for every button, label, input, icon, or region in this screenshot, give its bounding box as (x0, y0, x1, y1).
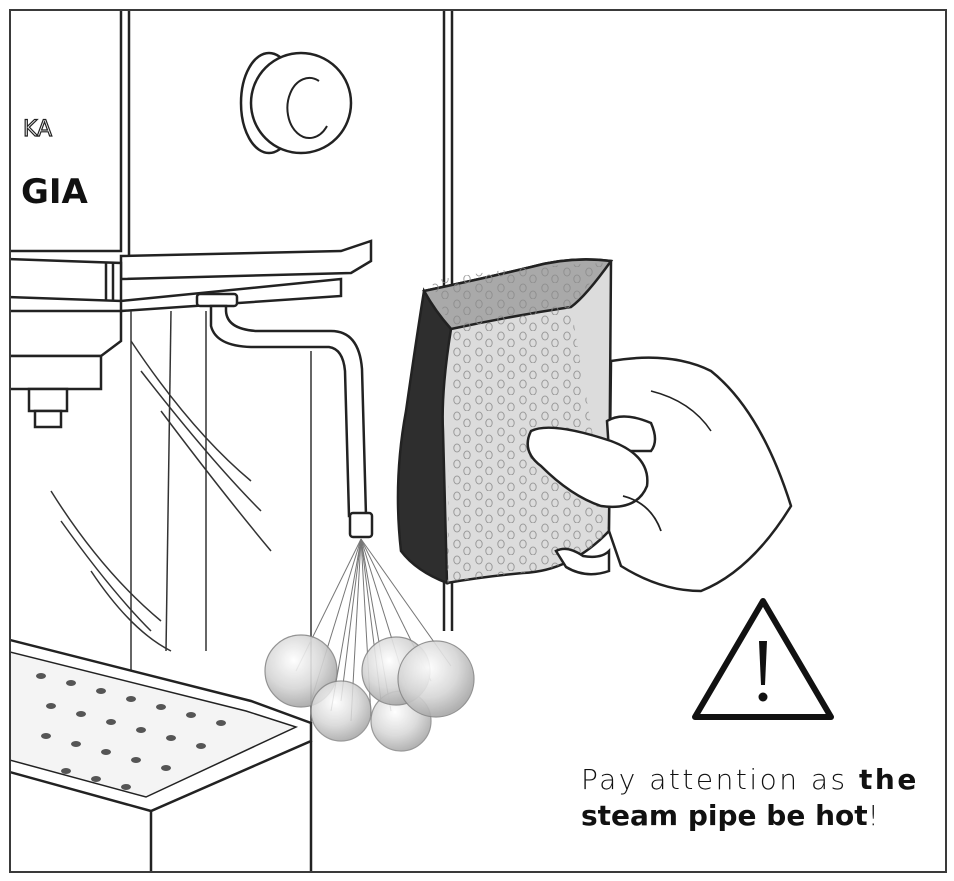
warning-message: Pay attention as the steam pipe be hot! (581, 763, 945, 835)
brand-logo: KA GIA (21, 116, 89, 212)
warning-text-end: ! (867, 799, 879, 832)
warning-line-1: Pay attention as the (581, 763, 945, 797)
warning-text-bold-2: steam pipe be hot (581, 799, 868, 832)
cleaning-sponge (396, 258, 614, 585)
brand-logo-bottom: GIA (21, 172, 89, 212)
group-head (11, 309, 123, 429)
warning-text-bold-1: the (859, 763, 919, 796)
hand (526, 356, 793, 593)
steam-pipe-cleaning-illustration: KA GIA (11, 11, 834, 871)
drip-tray (11, 638, 313, 871)
machine-panel-lines (50, 310, 312, 771)
brand-logo-top: KA (23, 117, 52, 142)
drip-tray-holes (36, 673, 226, 790)
warning-triangle-icon (692, 598, 834, 720)
steam-pipe (195, 292, 374, 539)
steam-bubbles (264, 634, 475, 752)
warning-text-plain: Pay attention as (581, 763, 848, 796)
steam-knob (239, 51, 353, 155)
warning-line-2: steam pipe be hot! (581, 797, 945, 835)
illustration-frame: KA GIA (9, 9, 947, 873)
